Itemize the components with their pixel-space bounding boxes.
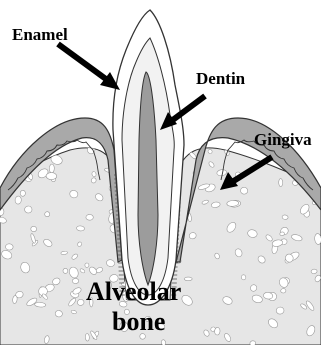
bone-pore bbox=[184, 277, 192, 281]
bone-pore bbox=[46, 173, 57, 180]
enamel-arrow bbox=[58, 44, 110, 82]
tooth bbox=[113, 10, 184, 305]
bone-pore bbox=[276, 307, 285, 315]
bone-pore bbox=[15, 196, 22, 205]
bone-pore bbox=[31, 226, 37, 232]
label-enamel: Enamel bbox=[12, 25, 68, 44]
bone-pore bbox=[85, 333, 90, 341]
bone-pore bbox=[55, 310, 63, 317]
bone-pore bbox=[214, 327, 220, 335]
bone-pore bbox=[312, 147, 317, 154]
bone-pore bbox=[5, 244, 13, 251]
bone-pore bbox=[85, 263, 90, 268]
label-dentin: Dentin bbox=[196, 69, 246, 88]
bone-pore bbox=[227, 200, 239, 207]
bone-pore bbox=[86, 214, 94, 220]
bone-pore bbox=[24, 206, 32, 214]
bone-pore bbox=[279, 179, 283, 187]
bone-pore bbox=[49, 164, 54, 173]
label-bone: bone bbox=[112, 307, 165, 336]
bone-pore bbox=[72, 278, 79, 283]
bone-pore bbox=[20, 190, 25, 196]
bone-pore bbox=[76, 226, 84, 232]
bone-pore bbox=[241, 274, 246, 280]
bone-pore bbox=[280, 288, 286, 293]
label-alveolar: Alveolar bbox=[86, 277, 181, 306]
label-gingiva: Gingiva bbox=[254, 130, 312, 149]
